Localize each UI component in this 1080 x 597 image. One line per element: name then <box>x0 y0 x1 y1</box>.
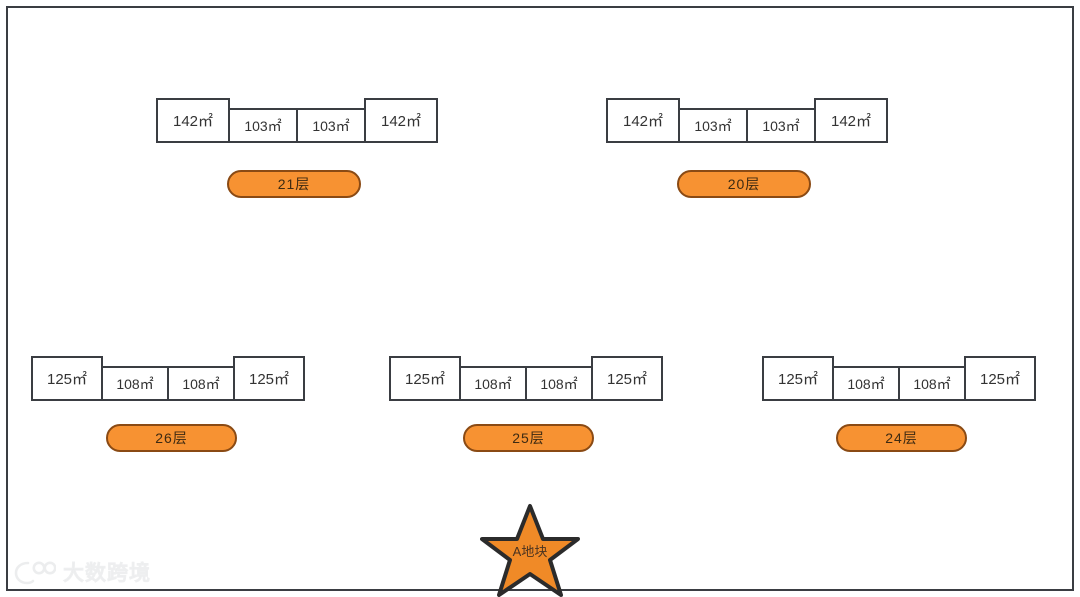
unit-box[interactable]: 108㎡ <box>459 366 527 401</box>
unit-box[interactable]: 108㎡ <box>167 366 235 401</box>
unit-box[interactable]: 103㎡ <box>296 108 366 143</box>
unit-box[interactable]: 142㎡ <box>364 98 438 143</box>
unit-box[interactable]: 125㎡ <box>389 356 461 401</box>
floor-pill-21f[interactable]: 21层 <box>227 170 361 198</box>
unit-box[interactable]: 142㎡ <box>156 98 230 143</box>
unit-box[interactable]: 142㎡ <box>814 98 888 143</box>
watermark-text: 大数跨境 <box>63 562 151 586</box>
unit-box[interactable]: 103㎡ <box>678 108 748 143</box>
unit-box[interactable]: 108㎡ <box>898 366 966 401</box>
floor-pill-20f[interactable]: 20层 <box>677 170 811 198</box>
star-icon <box>480 504 580 597</box>
building-group-24f: 125㎡ 108㎡ 108㎡ 125㎡ <box>762 356 1036 401</box>
building-group-25f: 125㎡ 108㎡ 108㎡ 125㎡ <box>389 356 663 401</box>
unit-box[interactable]: 108㎡ <box>832 366 900 401</box>
building-group-21f: 142㎡ 103㎡ 103㎡ 142㎡ <box>156 98 438 143</box>
floor-pill-24f[interactable]: 24层 <box>836 424 967 452</box>
building-group-26f: 125㎡ 108㎡ 108㎡ 125㎡ <box>31 356 305 401</box>
unit-box[interactable]: 125㎡ <box>233 356 305 401</box>
unit-box[interactable]: 125㎡ <box>591 356 663 401</box>
unit-box[interactable]: 103㎡ <box>746 108 816 143</box>
dashu-kuajing-logo-icon <box>14 561 56 585</box>
unit-box[interactable]: 103㎡ <box>228 108 298 143</box>
floor-pill-25f[interactable]: 25层 <box>463 424 594 452</box>
plot-marker-star[interactable]: A地块 <box>480 503 580 597</box>
unit-box[interactable]: 125㎡ <box>31 356 103 401</box>
watermark: 大数跨境 <box>14 557 151 587</box>
unit-box[interactable]: 125㎡ <box>964 356 1036 401</box>
floor-pill-26f[interactable]: 26层 <box>106 424 237 452</box>
unit-box[interactable]: 108㎡ <box>101 366 169 401</box>
unit-box[interactable]: 125㎡ <box>762 356 834 401</box>
building-group-20f: 142㎡ 103㎡ 103㎡ 142㎡ <box>606 98 888 143</box>
unit-box[interactable]: 108㎡ <box>525 366 593 401</box>
unit-box[interactable]: 142㎡ <box>606 98 680 143</box>
